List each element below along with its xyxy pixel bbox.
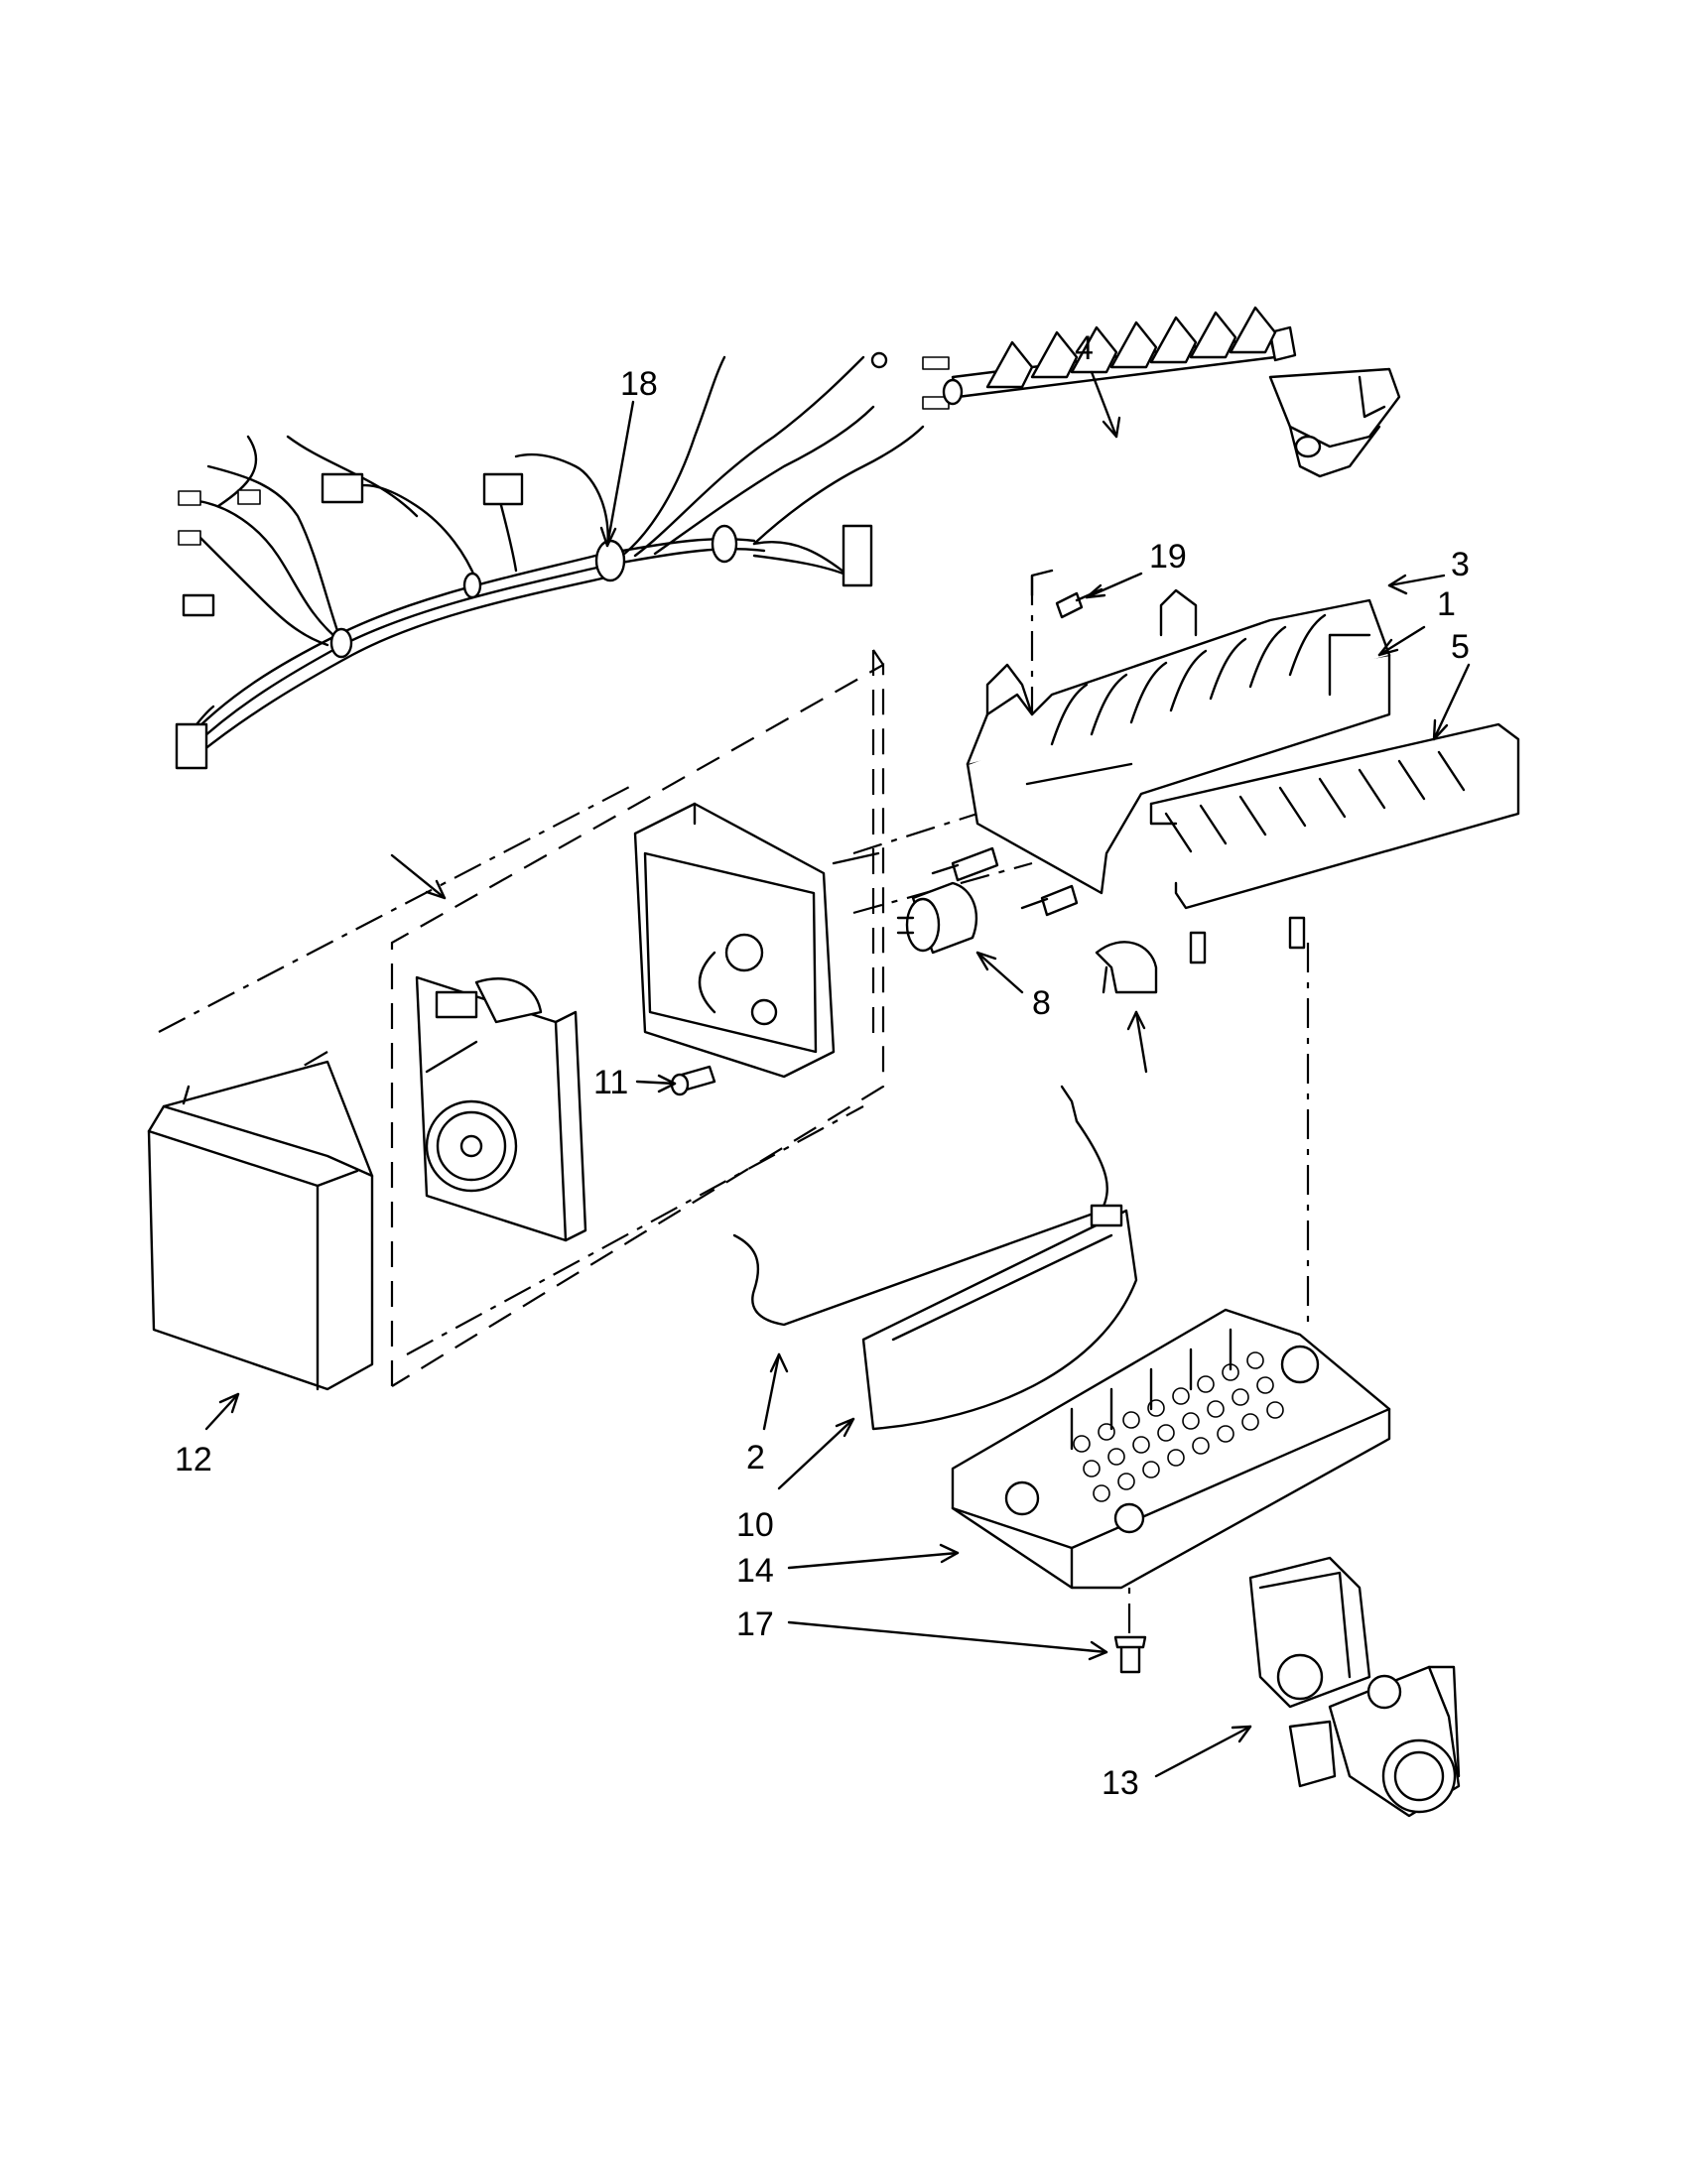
- callout-8: 8: [1032, 984, 1051, 1022]
- water-valve: [1248, 1556, 1461, 1818]
- callout-12: 12: [175, 1441, 212, 1478]
- grommet-icon: [329, 627, 353, 659]
- gear-icon: [425, 1099, 518, 1193]
- terminal-icon: [178, 490, 201, 506]
- ejector-shaft: [942, 306, 1297, 406]
- feeler-arm: [732, 1085, 1108, 1327]
- terminal-icon: [237, 489, 261, 505]
- callout-18: 19: [1149, 538, 1187, 576]
- housing-dashed-outline: [158, 576, 1310, 1637]
- thermostat: [896, 881, 978, 955]
- leader-arrows: [204, 370, 1471, 1778]
- callout-14: 14: [736, 1552, 774, 1590]
- terminal-icon: [922, 356, 950, 370]
- callout-3: 3: [1451, 546, 1470, 583]
- callout-13: 13: [1102, 1764, 1139, 1802]
- front-cover: [147, 1060, 374, 1391]
- callout-5: 5: [1451, 628, 1470, 666]
- callout-4: 4: [1075, 329, 1094, 367]
- ice-tray: [951, 1308, 1391, 1590]
- plug-connector-icon: [842, 524, 873, 587]
- feeler-cover: [861, 1204, 1138, 1431]
- callout-11: 11: [593, 1064, 628, 1101]
- callout-2: 2: [746, 1439, 765, 1477]
- callout-10: 10: [736, 1506, 774, 1544]
- wire-harness: [175, 351, 950, 770]
- callout-1: 1: [1437, 585, 1456, 623]
- callout-15: 18: [620, 365, 658, 403]
- terminal-icon: [178, 530, 201, 546]
- terminal-icon: [182, 593, 215, 617]
- grommet-icon: [594, 539, 626, 582]
- callout-16: 17: [736, 1606, 774, 1643]
- plug-connector-icon: [321, 472, 364, 504]
- fill-cup: [1268, 367, 1401, 478]
- callout-labels: 4 18 19 3 1 5 8 11 12 2 10 14 17 13: [175, 329, 1470, 1802]
- module-housing: [633, 802, 880, 1079]
- motor-gear-plate: [415, 975, 587, 1242]
- clip: [1095, 941, 1158, 994]
- plug-connector-icon: [175, 722, 208, 770]
- screw-11: [670, 1065, 716, 1096]
- stripper: [1149, 722, 1520, 964]
- grommet-icon: [711, 524, 738, 564]
- grommet-icon: [462, 572, 482, 599]
- plug-connector-icon: [482, 472, 524, 506]
- screw-16: [1113, 1635, 1147, 1674]
- ring-terminal-icon: [870, 351, 888, 369]
- ice-mold: [931, 588, 1391, 917]
